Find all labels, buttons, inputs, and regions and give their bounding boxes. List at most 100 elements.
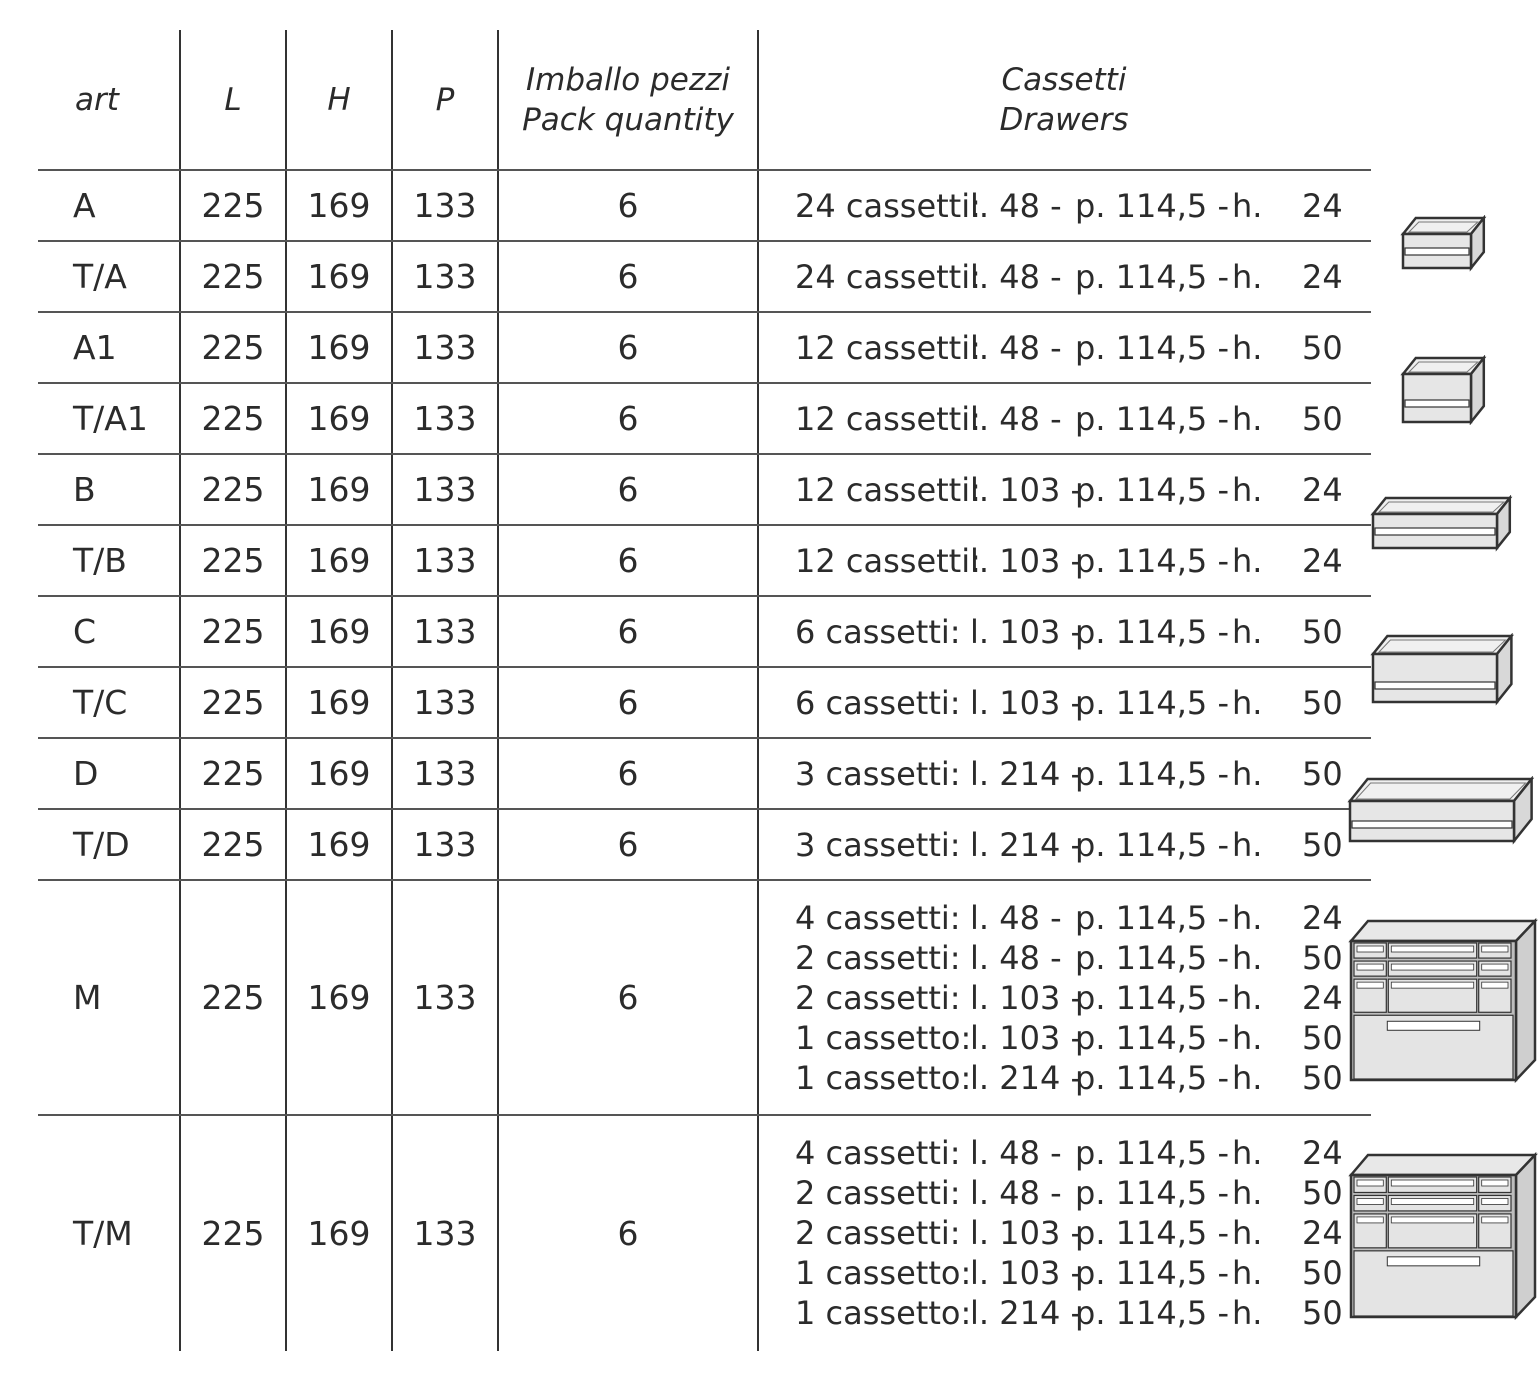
drawer-h: 24 (1302, 470, 1343, 509)
column-divider (391, 30, 393, 1351)
pack-value: 6 (617, 1213, 639, 1253)
header-art: art (40, 60, 185, 140)
h-value: 169 (307, 825, 371, 864)
column-divider (757, 30, 759, 1351)
cell-p: 133 (392, 170, 498, 241)
p-value: 133 (413, 470, 477, 509)
l-value: 225 (201, 541, 265, 580)
cell-l: 225 (180, 525, 286, 596)
drawers-list: 12 cassetti:l. 103 -p. 114,5 -h.24 (795, 541, 1343, 581)
drawer-hl: h. (1232, 754, 1263, 793)
drawer-l: l. 48 - (970, 399, 1062, 438)
drawer-spec-line: 12 cassetti:l. 48 -p. 114,5 -h.50 (795, 399, 1343, 439)
drawer-spec-line: 2 cassetti:l. 48 -p. 114,5 -h.50 (795, 938, 1343, 978)
h-value: 169 (307, 470, 371, 509)
drawer-small-high-illustration (1400, 355, 1487, 425)
cell-h: 169 (286, 383, 392, 454)
row-divider (38, 524, 1371, 526)
cell-p: 133 (392, 525, 498, 596)
drawer-p: p. 114,5 - (1075, 1294, 1229, 1332)
drawer-medium-high-illustration (1370, 633, 1515, 706)
drawer-l: l. 103 - (970, 683, 1083, 722)
drawer-hl: h. (1232, 470, 1263, 509)
cell-drawers: 6 cassetti:l. 103 -p. 114,5 -h.50 (795, 667, 1355, 738)
drawer-p: p. 114,5 - (1075, 470, 1229, 509)
drawer-hl: h. (1232, 938, 1263, 977)
drawer-spec-line: 12 cassetti:l. 48 -p. 114,5 -h.50 (795, 328, 1343, 368)
header-art-label: art (75, 82, 119, 118)
drawer-h: 50 (1302, 1254, 1343, 1292)
art-value: T/A1 (73, 399, 148, 438)
cell-drawers: 12 cassetti:l. 103 -p. 114,5 -h.24 (795, 525, 1355, 596)
cell-art: T/M (73, 1115, 178, 1351)
art-value: D (73, 754, 99, 793)
cell-l: 225 (180, 1115, 286, 1351)
l-value: 225 (201, 470, 265, 509)
drawer-spec-line: 1 cassetto:l. 214 -p. 114,5 -h.50 (795, 1058, 1343, 1098)
drawer-hl: h. (1232, 1058, 1263, 1097)
row-divider (38, 666, 1371, 668)
p-value: 133 (413, 186, 477, 225)
p-value: 133 (413, 328, 477, 367)
drawer-spec-line: 3 cassetti:l. 214 -p. 114,5 -h.50 (795, 825, 1343, 865)
pack-value: 6 (617, 978, 639, 1017)
drawer-h: 50 (1302, 938, 1343, 977)
pack-value: 6 (617, 754, 639, 793)
drawer-small-low-illustration (1400, 215, 1487, 272)
drawer-l: l. 214 - (970, 825, 1083, 864)
cell-l: 225 (180, 738, 286, 809)
cabinet-tm-illustration (1348, 1152, 1538, 1320)
header-h-label: H (327, 82, 351, 118)
drawer-count: 2 cassetti: (795, 1214, 961, 1252)
drawer-h: 50 (1302, 612, 1343, 651)
header-l: L (180, 60, 286, 140)
l-value: 225 (201, 257, 265, 296)
p-value: 133 (413, 683, 477, 722)
cell-l: 225 (180, 454, 286, 525)
h-value: 169 (307, 186, 371, 225)
header-drawers-line1: Cassetti (1001, 62, 1127, 98)
art-value: T/M (73, 1213, 133, 1253)
l-value: 225 (201, 754, 265, 793)
drawers-list: 24 cassetti:l. 48 -p. 114,5 -h.24 (795, 186, 1343, 226)
drawer-count: 3 cassetti: (795, 754, 961, 793)
drawer-h: 50 (1302, 328, 1343, 367)
cell-h: 169 (286, 525, 392, 596)
drawer-h: 24 (1302, 257, 1343, 296)
drawer-hl: h. (1232, 186, 1263, 225)
header-l-label: L (224, 82, 242, 118)
drawer-count: 3 cassetti: (795, 825, 961, 864)
l-value: 225 (201, 186, 265, 225)
drawer-spec-line: 12 cassetti:l. 103 -p. 114,5 -h.24 (795, 541, 1343, 581)
drawer-spec-line: 4 cassetti:l. 48 -p. 114,5 -h.24 (795, 898, 1343, 938)
cell-art: B (73, 454, 178, 525)
drawer-l: l. 103 - (970, 612, 1083, 651)
drawer-hl: h. (1232, 1174, 1263, 1212)
header-pack-line2: Pack quantity (522, 102, 734, 138)
row-divider (38, 808, 1371, 810)
cell-art: M (73, 880, 178, 1115)
drawer-hl: h. (1232, 612, 1263, 651)
header-drawers-line2: Drawers (999, 102, 1129, 138)
p-value: 133 (413, 754, 477, 793)
cell-h: 169 (286, 1115, 392, 1351)
drawer-l: l. 48 - (970, 938, 1062, 977)
drawer-p: p. 114,5 - (1075, 1018, 1229, 1057)
cell-pack-quantity: 6 (498, 596, 758, 667)
l-value: 225 (201, 328, 265, 367)
drawer-l: l. 48 - (970, 1134, 1062, 1172)
header-p-label: P (435, 82, 455, 118)
cell-art: T/A1 (73, 383, 178, 454)
drawer-count: 6 cassetti: (795, 683, 961, 722)
cell-l: 225 (180, 241, 286, 312)
drawer-count: 1 cassetto: (795, 1058, 972, 1097)
drawer-p: p. 114,5 - (1075, 1214, 1229, 1252)
drawer-p: p. 114,5 - (1075, 257, 1229, 296)
drawer-h: 50 (1302, 1174, 1343, 1212)
drawer-h: 50 (1302, 825, 1343, 864)
drawer-hl: h. (1232, 1294, 1263, 1332)
drawer-l: l. 103 - (970, 470, 1083, 509)
